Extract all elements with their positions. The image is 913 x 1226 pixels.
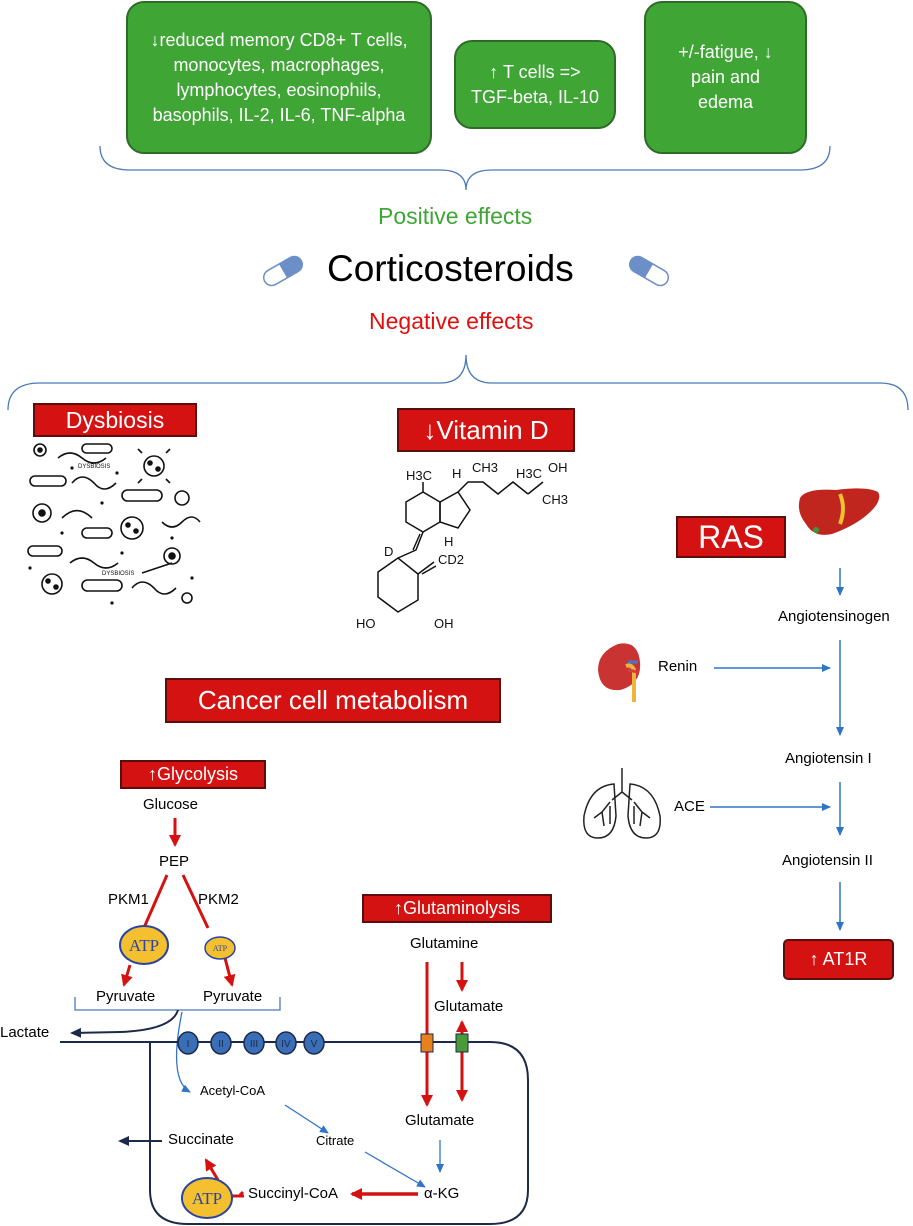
positive-effect-symptoms: +/-fatigue, ↓ pain and edema (644, 1, 807, 154)
complex-i-icon (177, 1031, 199, 1055)
atp-succinyl-text: ATP (192, 1189, 222, 1208)
angiotensin-1-text: Angiotensin I (785, 750, 872, 767)
negative-effects-label: Negative effects (369, 308, 534, 334)
positive-effects-label: Positive effects (378, 203, 533, 229)
complex-iii-label: III (250, 1039, 258, 1050)
mitochondria-cell (149, 1041, 529, 1225)
complex-ii-label: II (218, 1039, 224, 1050)
atom-oh-b: OH (434, 616, 454, 631)
atp-small-icon: ATP (204, 936, 236, 960)
glutamate-inner-text: Glutamate (405, 1112, 475, 1129)
pkm1-text: PKM1 (108, 891, 149, 908)
complex-ii-icon (210, 1031, 232, 1055)
atp-small-text: ATP (213, 944, 228, 953)
bacteria-text-bottom: DYSBIOSIS (102, 571, 134, 577)
pyruvate-text-1: Pyruvate (96, 988, 156, 1005)
atom-d: D (384, 544, 393, 559)
complex-i-label: I (187, 1039, 190, 1050)
atp-succinyl-icon: ATP (181, 1177, 233, 1219)
capsule-icon-left (262, 255, 304, 287)
citrate-text: Citrate (316, 1133, 355, 1148)
glutamate-outer-text: Glutamate (434, 998, 504, 1015)
atom-h3c-a: H3C (406, 468, 432, 483)
positive-effect-immune-reduction-text: ↓reduced memory CD8+ T cells, monocytes,… (150, 29, 408, 125)
positive-brace (99, 145, 831, 191)
complex-iv-label: IV (281, 1039, 291, 1050)
cancer-metabolism-label: Cancer cell metabolism (165, 678, 501, 723)
lactate-text: Lactate (0, 1024, 50, 1041)
kidney-icon (598, 643, 641, 702)
capsule-icon-right (628, 255, 670, 287)
at1r-label: ↑ AT1R (783, 939, 894, 980)
atom-cd2: CD2 (438, 552, 464, 567)
glucose-text: Glucose (143, 796, 199, 813)
bacteria-illustration: DYSBIOSIS DYSBIOSIS (27, 443, 201, 605)
respiratory-chain: I II III IV V (177, 1031, 325, 1055)
complex-iv-icon (275, 1031, 297, 1055)
glutamine-text: Glutamine (410, 935, 479, 952)
ace-text: ACE (674, 798, 705, 815)
atom-ch3-a: CH3 (472, 460, 498, 475)
ras-label: RAS (676, 516, 786, 558)
angiotensinogen-text: Angiotensinogen (778, 608, 890, 625)
positive-effect-immune-reduction: ↓reduced memory CD8+ T cells, monocytes,… (126, 1, 432, 154)
atom-h3c-b: H3C (516, 466, 542, 481)
atom-h-a: H (452, 466, 461, 481)
dysbiosis-label: Dysbiosis (33, 403, 197, 437)
atom-ho: HO (356, 616, 376, 631)
lungs-icon (583, 768, 661, 839)
glutaminolysis-label: ↑Glutaminolysis (362, 894, 552, 923)
acetyl-coa-text: Acetyl-CoA (200, 1083, 266, 1098)
atom-h-b: H (444, 534, 453, 549)
akg-text: α-KG (424, 1185, 460, 1202)
glycolysis-label: ↑Glycolysis (120, 760, 266, 789)
atom-ch3-b: CH3 (542, 492, 568, 507)
pyruvate-text-2: Pyruvate (203, 988, 263, 1005)
complex-v-label: V (311, 1039, 318, 1050)
complex-iii-icon (243, 1031, 265, 1055)
atp-large-icon: ATP (119, 925, 169, 965)
pep-text: PEP (159, 853, 190, 870)
page-title: Corticosteroids (327, 248, 574, 289)
positive-effect-t-cells-text: ↑ T cells => TGF-beta, IL-10 (470, 61, 600, 107)
vitamin-d-label: ↓Vitamin D (397, 408, 575, 452)
succinyl-coa-text: Succinyl-CoA (248, 1185, 339, 1202)
positive-effect-symptoms-text: +/-fatigue, ↓ pain and edema (678, 42, 773, 112)
renin-text: Renin (658, 658, 698, 675)
atp-large-text: ATP (129, 936, 159, 955)
positive-effect-t-cells: ↑ T cells => TGF-beta, IL-10 (454, 40, 616, 129)
pkm2-text: PKM2 (198, 891, 239, 908)
succinate-text: Succinate (168, 1131, 234, 1148)
liver-icon (798, 488, 880, 535)
bacteria-text-top: DYSBIOSIS (78, 464, 110, 470)
angiotensin-2-text: Angiotensin II (782, 852, 873, 869)
negative-brace (7, 354, 909, 411)
vitamin-d-structure: H3C H CH3 H3C OH CH3 H D CD2 HO OH (356, 460, 568, 631)
complex-v-icon (303, 1031, 325, 1055)
atom-oh-a: OH (548, 460, 568, 475)
